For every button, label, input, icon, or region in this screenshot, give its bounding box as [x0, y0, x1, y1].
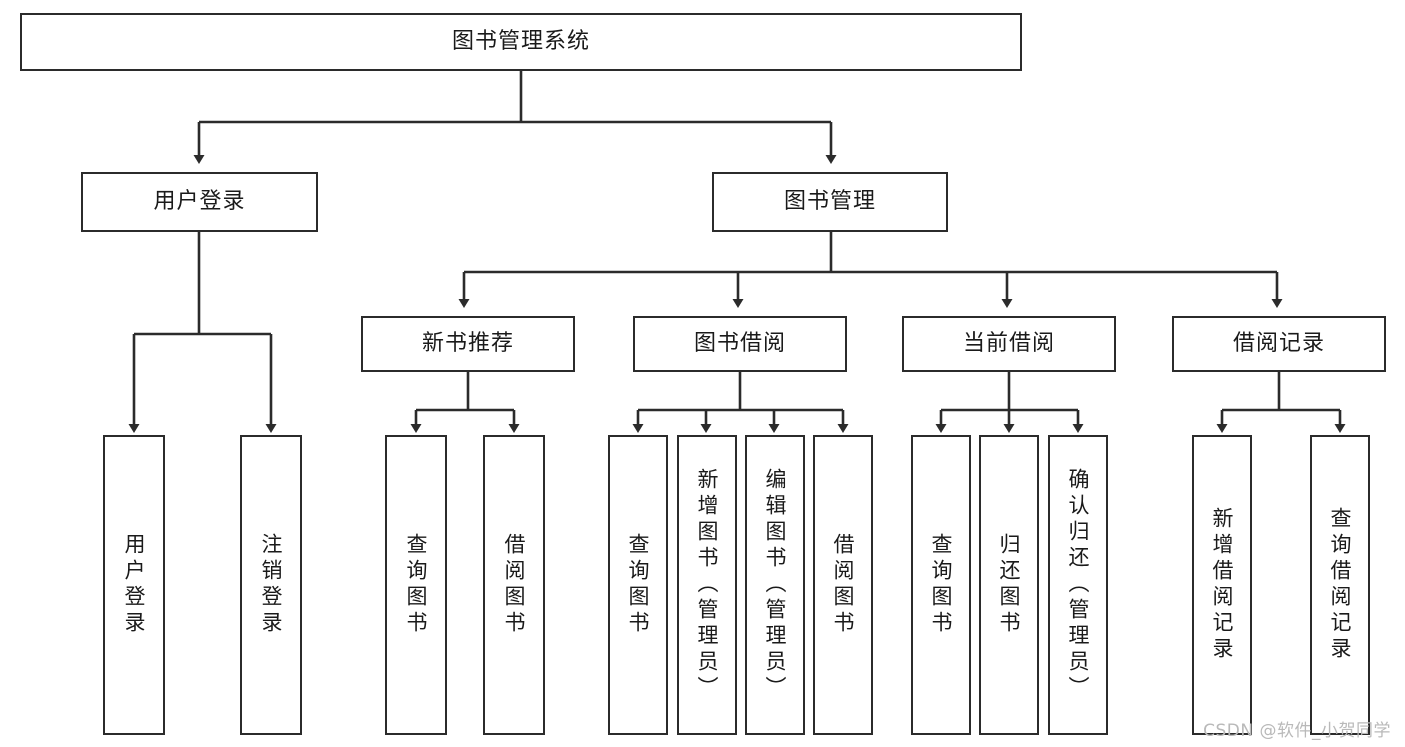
node-book-borrow-label: 图书借阅 — [693, 331, 786, 357]
leaf-logout-login-label: 注销登录 — [259, 533, 284, 637]
leaf-edit-book-label: 编辑图书（管理员） — [763, 468, 788, 702]
leaf-add-record-label: 新增借阅记录 — [1210, 507, 1235, 663]
node-current-borrow[interactable]: 当前借阅 — [902, 316, 1116, 372]
leaf-logout-login[interactable]: 注销登录 — [240, 435, 302, 735]
node-user-login[interactable]: 用户登录 — [81, 172, 318, 232]
node-book-manage-label: 图书管理 — [783, 189, 876, 215]
node-book-manage[interactable]: 图书管理 — [712, 172, 948, 232]
node-borrow-record[interactable]: 借阅记录 — [1172, 316, 1386, 372]
leaf-query-book-2-label: 查询图书 — [626, 533, 651, 637]
leaf-query-book-2[interactable]: 查询图书 — [608, 435, 668, 735]
leaf-return-book-label: 归还图书 — [997, 533, 1022, 637]
node-user-login-label: 用户登录 — [153, 189, 246, 215]
leaf-edit-book[interactable]: 编辑图书（管理员） — [745, 435, 805, 735]
leaf-user-login-label: 用户登录 — [122, 533, 147, 637]
leaf-user-login[interactable]: 用户登录 — [103, 435, 165, 735]
node-current-borrow-label: 当前借阅 — [962, 331, 1055, 357]
leaf-confirm-return-label: 确认归还（管理员） — [1066, 468, 1091, 702]
node-new-book-recommend-label: 新书推荐 — [421, 331, 514, 357]
node-book-borrow[interactable]: 图书借阅 — [633, 316, 847, 372]
leaf-query-book-1[interactable]: 查询图书 — [385, 435, 447, 735]
leaf-query-book-3-label: 查询图书 — [929, 533, 954, 637]
leaf-borrow-book-1[interactable]: 借阅图书 — [483, 435, 545, 735]
leaf-borrow-book-2[interactable]: 借阅图书 — [813, 435, 873, 735]
leaf-add-record[interactable]: 新增借阅记录 — [1192, 435, 1252, 735]
leaf-add-book[interactable]: 新增图书（管理员） — [677, 435, 737, 735]
leaf-query-record-label: 查询借阅记录 — [1328, 507, 1353, 663]
leaf-query-record[interactable]: 查询借阅记录 — [1310, 435, 1370, 735]
node-root-label: 图书管理系统 — [451, 29, 590, 55]
leaf-add-book-label: 新增图书（管理员） — [695, 468, 720, 702]
leaf-query-book-3[interactable]: 查询图书 — [911, 435, 971, 735]
node-borrow-record-label: 借阅记录 — [1232, 331, 1325, 357]
leaf-return-book[interactable]: 归还图书 — [979, 435, 1039, 735]
leaf-borrow-book-1-label: 借阅图书 — [502, 533, 527, 637]
node-root[interactable]: 图书管理系统 — [20, 13, 1022, 71]
csdn-watermark: CSDN @软件_小贺同学 — [1203, 721, 1391, 741]
leaf-borrow-book-2-label: 借阅图书 — [831, 533, 856, 637]
node-new-book-recommend[interactable]: 新书推荐 — [361, 316, 575, 372]
leaf-confirm-return[interactable]: 确认归还（管理员） — [1048, 435, 1108, 735]
leaf-query-book-1-label: 查询图书 — [404, 533, 429, 637]
